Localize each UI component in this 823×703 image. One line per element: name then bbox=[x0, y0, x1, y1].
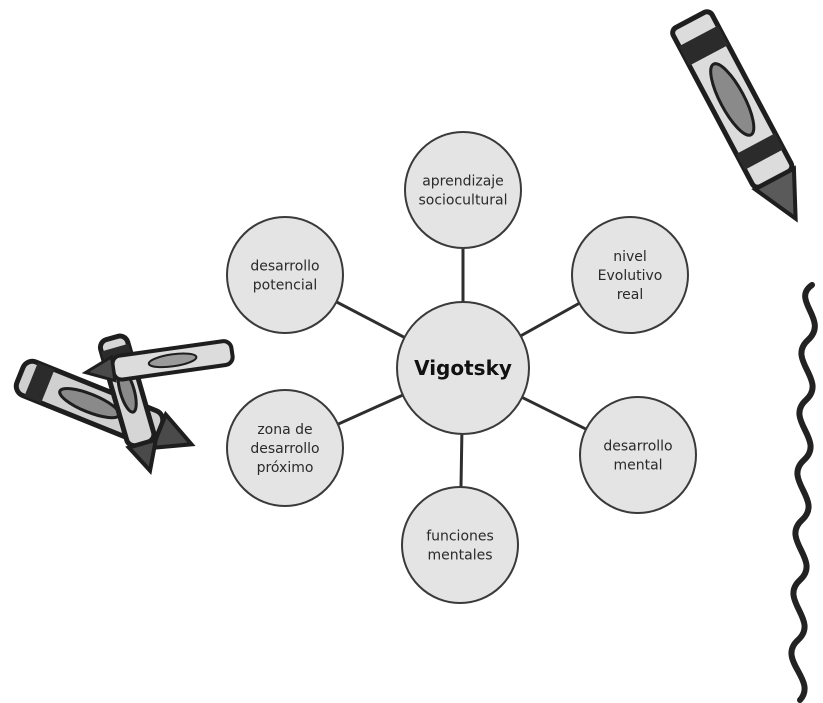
node-lower-left: zona de desarrollo próximo bbox=[226, 389, 344, 507]
node-label-line: Evolutivo bbox=[598, 268, 663, 284]
center-label: Vigotsky bbox=[414, 356, 512, 380]
node-label-line: zona de bbox=[257, 422, 312, 438]
node-bottom: funciones mentales bbox=[401, 486, 519, 604]
node-label-line: desarrollo bbox=[603, 439, 672, 455]
node-circle bbox=[226, 216, 344, 334]
node-label-line: próximo bbox=[257, 460, 314, 476]
node-circle bbox=[404, 131, 522, 249]
node-label-line: desarrollo bbox=[250, 441, 319, 457]
crayons-icon bbox=[13, 333, 235, 475]
node-label-line: potencial bbox=[253, 278, 317, 294]
node-circle bbox=[226, 389, 344, 507]
node-label-line: real bbox=[617, 287, 644, 303]
node-label-line: mentales bbox=[428, 548, 493, 564]
node-upper-left: desarrollo potencial bbox=[226, 216, 344, 334]
node-label-line: sociocultural bbox=[418, 193, 507, 209]
node-circle bbox=[579, 396, 697, 514]
node-label-line: aprendizaje bbox=[422, 174, 504, 190]
wavy-border-icon bbox=[788, 282, 818, 703]
node-lower-right: desarrollo mental bbox=[579, 396, 697, 514]
node-circle bbox=[401, 486, 519, 604]
node-label-line: mental bbox=[613, 458, 662, 474]
center-node: Vigotsky bbox=[396, 301, 530, 435]
crayon-icon bbox=[670, 9, 798, 223]
node-label-line: desarrollo bbox=[250, 259, 319, 275]
node-label-line: nivel bbox=[613, 249, 647, 265]
node-top: aprendizaje sociocultural bbox=[404, 131, 522, 249]
node-circle bbox=[571, 216, 689, 334]
node-label-line: funciones bbox=[426, 529, 494, 545]
